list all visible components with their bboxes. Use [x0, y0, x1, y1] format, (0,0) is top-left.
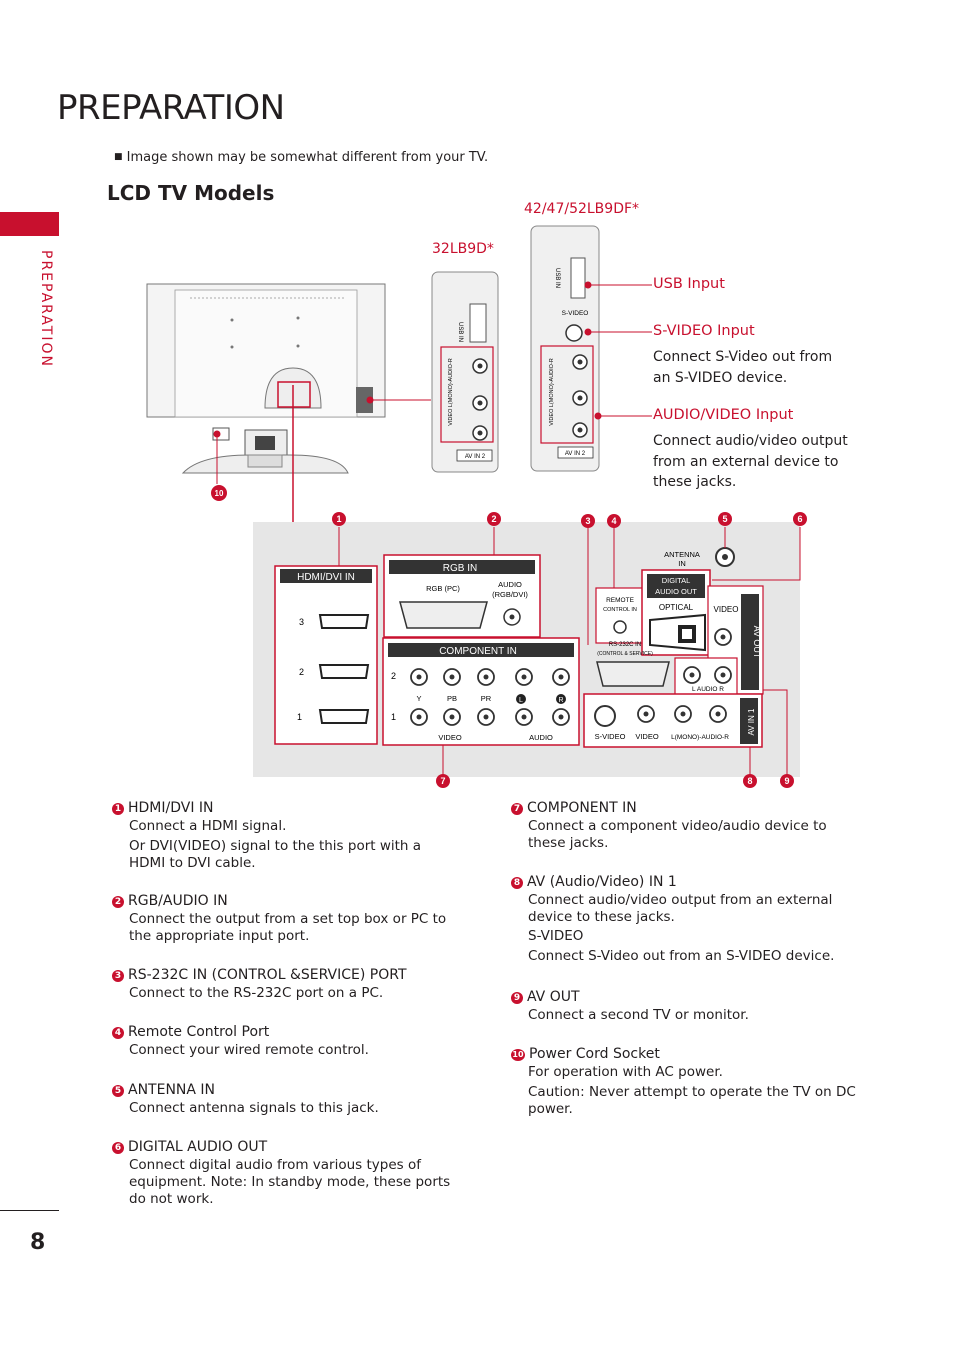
svg-text:2: 2 — [391, 671, 396, 681]
connection-diagram: USB IN VIDEO L(MONO)-AUDIO-R AV IN 2 USB… — [146, 225, 807, 788]
svg-text:VIDEO: VIDEO — [714, 605, 739, 614]
square-bullet-icon: ■ — [114, 152, 123, 162]
svg-text:CONTROL IN: CONTROL IN — [603, 607, 637, 613]
svg-text:R: R — [558, 697, 563, 704]
model-label-small: 32LB9D* — [432, 241, 494, 257]
svg-text:2: 2 — [299, 667, 304, 677]
svg-text:VIDEO L(MONO)-AUDIO-R: VIDEO L(MONO)-AUDIO-R — [549, 358, 555, 426]
svg-text:OPTICAL: OPTICAL — [659, 603, 694, 612]
svg-text:USB IN: USB IN — [457, 322, 463, 342]
svg-text:S-VIDEO: S-VIDEO — [562, 310, 589, 317]
svg-text:HDMI/DVI IN: HDMI/DVI IN — [297, 572, 355, 583]
svg-text:8: 8 — [747, 776, 752, 786]
footer-rule — [0, 1210, 59, 1211]
svg-text:(CONTROL & SERVICE): (CONTROL & SERVICE) — [597, 651, 653, 657]
usb-input-title: USB Input — [653, 276, 725, 292]
image-note: ■ Image shown may be somewhat different … — [114, 150, 488, 165]
svg-text:VIDEO L(MONO)-AUDIO-R: VIDEO L(MONO)-AUDIO-R — [448, 358, 454, 426]
svg-text:RGB IN: RGB IN — [443, 563, 477, 574]
svg-text:L AUDIO R: L AUDIO R — [692, 686, 724, 693]
tv-back-illustration — [146, 283, 386, 474]
section-subtitle: LCD TV Models — [107, 181, 275, 205]
svg-text:AV IN 2: AV IN 2 — [565, 451, 586, 457]
svg-text:COMPONENT IN: COMPONENT IN — [439, 646, 517, 657]
svg-text:1: 1 — [336, 514, 341, 524]
svg-text:4: 4 — [611, 516, 616, 526]
svg-text:S-VIDEO: S-VIDEO — [595, 732, 626, 741]
svg-text:AV OUT: AV OUT — [752, 626, 762, 659]
svg-text:AV IN 2: AV IN 2 — [465, 454, 486, 460]
svg-text:PB: PB — [447, 694, 457, 703]
section-tab — [0, 212, 59, 236]
svg-text:2: 2 — [491, 514, 496, 524]
svg-text:AUDIO: AUDIO — [498, 580, 522, 589]
svg-text:ANTENNA: ANTENNA — [664, 550, 700, 559]
svg-text:7: 7 — [440, 776, 445, 786]
svg-text:RGB (PC): RGB (PC) — [426, 584, 460, 593]
svg-text:6: 6 — [797, 514, 802, 524]
note-text: Image shown may be somewhat different fr… — [126, 150, 489, 165]
side-panel-32lb9d: USB IN VIDEO L(MONO)-AUDIO-R AV IN 2 — [431, 271, 499, 473]
page-title: PREPARATION — [57, 88, 285, 128]
svg-text:USB IN: USB IN — [554, 268, 560, 288]
side-panel-42-47-52lb9df: USB IN S-VIDEO VIDEO L(MONO)-AUDIO-R AV … — [530, 225, 600, 472]
svg-text:10: 10 — [215, 489, 224, 498]
svg-text:RS-232C IN: RS-232C IN — [609, 642, 641, 648]
marker-leader-lines — [338, 527, 801, 775]
svg-text:VIDEO: VIDEO — [438, 733, 462, 742]
main-jack-panel: HDMI/DVI IN 3 2 1 RGB IN RGB (PC) AUDIO … — [253, 522, 800, 777]
svg-text:1: 1 — [391, 712, 396, 722]
svg-text:1: 1 — [297, 712, 302, 722]
svg-text:L(MONO)-AUDIO-R: L(MONO)-AUDIO-R — [671, 734, 729, 741]
av-input-title: AUDIO/VIDEO Input — [653, 407, 794, 423]
model-label-large: 42/47/52LB9DF* — [524, 201, 640, 217]
svg-text:5: 5 — [722, 514, 727, 524]
svg-text:REMOTE: REMOTE — [606, 597, 634, 604]
page-number: 8 — [30, 1230, 46, 1255]
svg-text:PR: PR — [481, 694, 492, 703]
svideo-input-title: S-VIDEO Input — [653, 323, 755, 339]
svg-text:AV IN 1: AV IN 1 — [747, 708, 756, 736]
svg-text:AUDIO OUT: AUDIO OUT — [655, 587, 697, 596]
svg-text:AUDIO: AUDIO — [529, 733, 553, 742]
svg-text:VIDEO: VIDEO — [635, 732, 659, 741]
svg-text:9: 9 — [784, 776, 789, 786]
svg-text:(RGB/DVI): (RGB/DVI) — [492, 590, 528, 599]
svg-text:3: 3 — [585, 516, 590, 526]
svg-text:L: L — [519, 697, 523, 704]
svg-text:IN: IN — [678, 559, 686, 568]
svg-text:3: 3 — [299, 617, 304, 627]
number-markers: 1 2 3 4 5 6 7 8 9 10 — [211, 485, 807, 788]
callout-lines — [213, 281, 652, 522]
svg-text:Y: Y — [416, 694, 421, 703]
svg-text:DIGITAL: DIGITAL — [662, 576, 691, 585]
